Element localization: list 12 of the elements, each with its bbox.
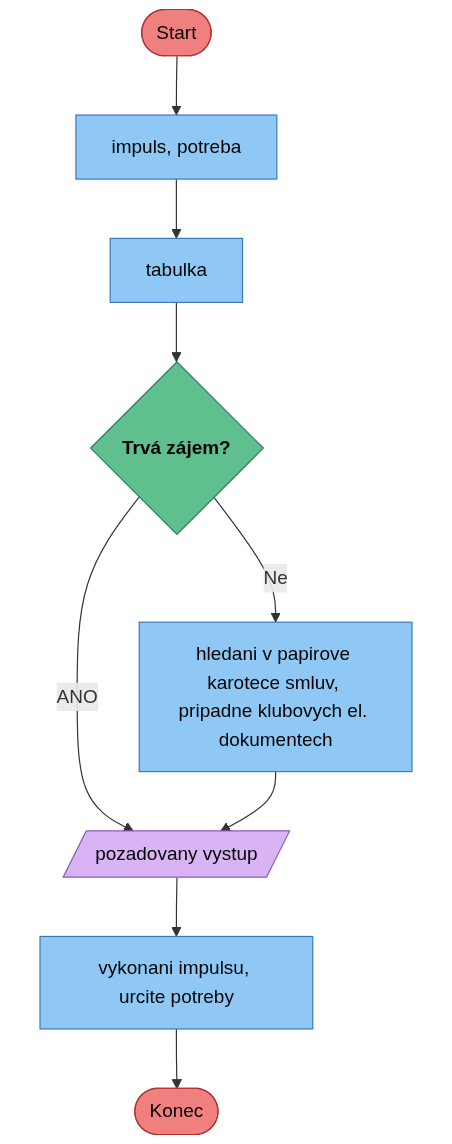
arrow [171,301,182,363]
node-diamond: Trvá zájem? [89,360,265,536]
node-box: tabulka [109,237,244,303]
arrow [171,1028,182,1090]
node-box: impuls, potreba [75,114,278,180]
arrow [171,55,182,116]
arrow [171,877,182,937]
arrow [171,178,182,239]
node-box: vykonani impulsu, urcite potreby [39,935,314,1030]
edge-label: Ne [263,567,288,588]
node-box: hledani v papirove karotece smluv, pripadne klubovych el. dokumentech [138,621,413,773]
edge-label: ANO [56,686,98,707]
